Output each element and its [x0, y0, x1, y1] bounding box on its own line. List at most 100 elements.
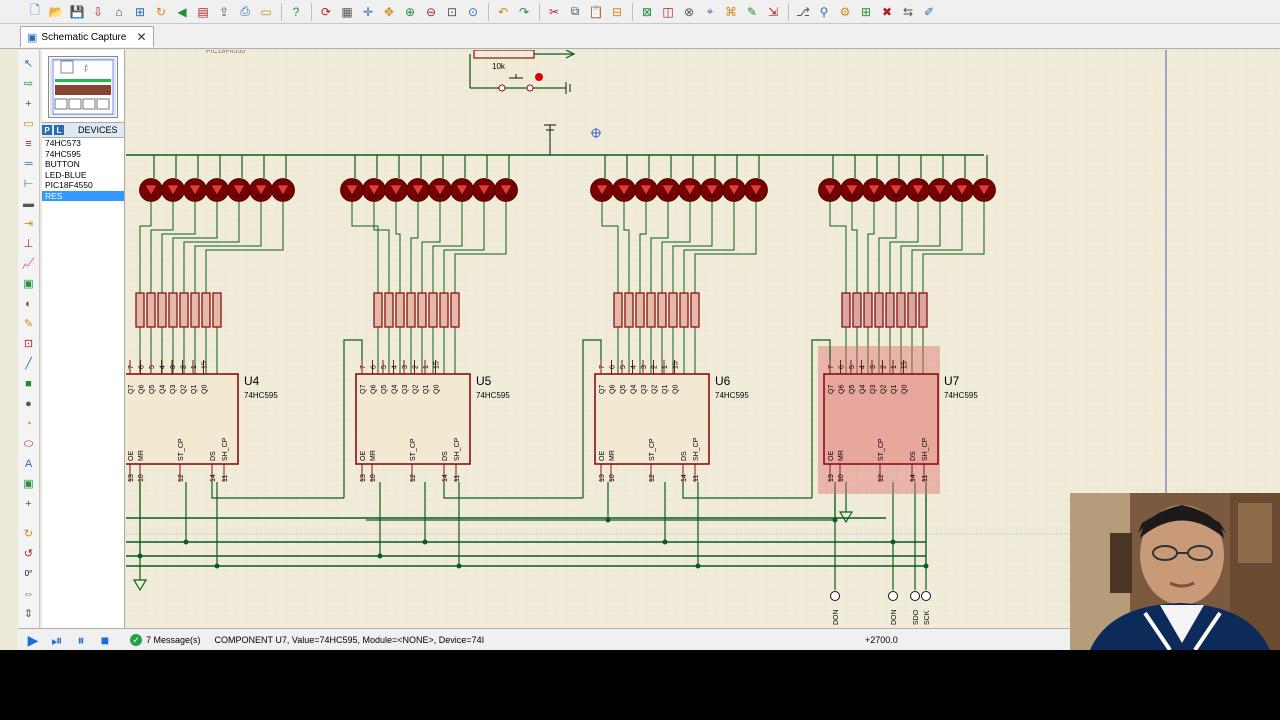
pcb-icon[interactable]: ✐	[923, 4, 935, 19]
device-list-item[interactable]: LED-BLUE	[45, 169, 87, 180]
mirror-y-icon[interactable]: ⇕	[23, 607, 34, 620]
arc-icon[interactable]: ◔	[25, 417, 32, 430]
sheet-icon[interactable]: ▤	[197, 4, 209, 19]
device-list-item[interactable]: RES	[42, 190, 124, 201]
path-icon[interactable]: ⬭	[23, 437, 34, 450]
back-icon[interactable]: ◀	[177, 4, 187, 19]
redo-icon[interactable]: ↷	[518, 4, 530, 19]
text-script-icon[interactable]: ≡	[25, 137, 32, 150]
play-icon[interactable]: ▶	[27, 631, 39, 648]
export-icon[interactable]: ⇪	[218, 4, 230, 19]
selection-mode-icon[interactable]: ↖	[23, 57, 34, 70]
pause-icon[interactable]: ⏸	[77, 631, 85, 648]
wire-label-icon[interactable]: ▭	[23, 117, 34, 130]
pan-icon[interactable]: ✥	[383, 4, 395, 19]
generator-icon[interactable]: ◐	[25, 297, 32, 310]
subcircuit-icon[interactable]: ⊢	[23, 177, 34, 190]
remove-sheet-icon[interactable]: ✖	[881, 4, 893, 19]
cut-icon[interactable]: ✂	[548, 4, 560, 19]
line-icon[interactable]: ╱	[25, 357, 32, 370]
undo-icon[interactable]: ↶	[497, 4, 509, 19]
block-copy-icon[interactable]: ⊟	[611, 4, 623, 19]
marker-icon[interactable]: +	[25, 497, 32, 510]
device-list-item[interactable]: 74HC595	[45, 148, 81, 159]
device-list-item[interactable]: BUTTON	[45, 159, 80, 169]
decompose-icon[interactable]: ⇲	[767, 4, 779, 19]
port-icon[interactable]: ⇥	[23, 217, 34, 230]
open-icon[interactable]: 📂	[48, 4, 64, 19]
resistor	[190, 292, 200, 328]
device-list-item[interactable]: 74HC573	[45, 138, 81, 148]
grid-icon[interactable]: ▦	[341, 4, 353, 19]
zoom-out-icon[interactable]: ⊖	[425, 4, 437, 19]
instrument-icon[interactable]: ⊡	[23, 337, 34, 350]
new-icon[interactable]: 🗋	[30, 3, 40, 17]
overview-window[interactable]: ʃ:	[48, 56, 118, 118]
search-icon[interactable]: ⚲	[819, 4, 829, 19]
pin-name: DS	[210, 451, 217, 461]
graph-icon[interactable]: 📈	[21, 257, 36, 270]
block-rotate-icon[interactable]: ◫	[662, 4, 674, 19]
stop-icon[interactable]: ■	[100, 632, 110, 648]
origin-icon[interactable]: ✛	[362, 4, 374, 19]
text-icon[interactable]: A	[24, 457, 33, 470]
goto-sheet-icon[interactable]: ⇆	[902, 4, 914, 19]
pin-name: Q0	[902, 385, 909, 394]
device-pin-icon[interactable]: ⊥	[23, 237, 34, 250]
library-manager-button[interactable]: L	[54, 125, 64, 135]
zoom-all-icon[interactable]: ⊡	[446, 4, 458, 19]
import-icon[interactable]: ⇩	[92, 4, 104, 19]
block-delete-icon[interactable]: ⊗	[683, 4, 695, 19]
wire	[683, 202, 735, 293]
component-mode-icon[interactable]: ⇨	[23, 77, 34, 90]
property-icon[interactable]: ⚙	[839, 4, 851, 19]
circle-icon[interactable]: ●	[25, 397, 32, 410]
wire-autoroute-icon[interactable]: ⎇	[796, 4, 810, 19]
pin-number: 2	[181, 365, 188, 369]
box-icon[interactable]: ■	[25, 377, 32, 390]
rotate-ccw-icon[interactable]: ↺	[23, 547, 34, 560]
reload-icon[interactable]: ↻	[155, 4, 167, 19]
close-icon[interactable]: ✕	[136, 30, 147, 44]
junction	[214, 563, 220, 569]
button	[535, 73, 543, 81]
pick-devices-button[interactable]: P	[42, 125, 52, 135]
make-device-icon[interactable]: ⌘	[725, 4, 737, 19]
paste-icon[interactable]: 📋	[588, 4, 604, 19]
device-list-item[interactable]: PIC18F4550	[45, 180, 93, 190]
coordinate-readout: +2700.0	[865, 635, 898, 645]
messages-indicator[interactable]: ✓ 7 Message(s)	[130, 634, 201, 646]
probe-icon[interactable]: ✎	[23, 317, 34, 330]
print-icon[interactable]: ⎙	[240, 4, 250, 18]
netlist-icon[interactable]: ⊞	[134, 4, 146, 19]
home-icon[interactable]: ⌂	[115, 4, 123, 19]
save-icon[interactable]: 💾	[69, 4, 85, 19]
help-icon[interactable]: ?	[292, 4, 300, 19]
rotate-cw-icon[interactable]: ↻	[23, 527, 34, 540]
step-icon[interactable]: ⏯	[51, 631, 63, 648]
zoom-in-icon[interactable]: ⊕	[404, 4, 416, 19]
copy-icon[interactable]: ⧉	[570, 4, 580, 18]
toolbar-separator	[488, 2, 489, 21]
symbol-icon[interactable]: ▣	[23, 477, 34, 490]
resistor	[679, 292, 689, 328]
package-icon[interactable]: ✎	[746, 4, 758, 19]
zoom-area-icon[interactable]: ⊙	[467, 4, 479, 19]
terminal-icon[interactable]: ▬	[23, 197, 34, 210]
area-icon[interactable]: ▭	[260, 4, 272, 19]
tape-icon[interactable]: ▣	[23, 277, 34, 290]
led	[188, 184, 202, 196]
angle-field[interactable]: 0°	[24, 569, 33, 578]
junction-icon[interactable]: +	[25, 97, 32, 110]
redraw-icon[interactable]: ⟳	[320, 4, 332, 19]
bus-icon[interactable]: ═	[24, 157, 33, 170]
wire	[351, 202, 379, 293]
pick-icon[interactable]: ⌖	[706, 4, 714, 18]
mirror-x-icon[interactable]: ⇔	[23, 587, 34, 600]
new-sheet-icon[interactable]: ⊞	[860, 4, 872, 19]
tab-schematic-capture[interactable]: ▣ Schematic Capture ✕	[20, 26, 154, 47]
block-move-icon[interactable]: ⊠	[641, 4, 653, 19]
